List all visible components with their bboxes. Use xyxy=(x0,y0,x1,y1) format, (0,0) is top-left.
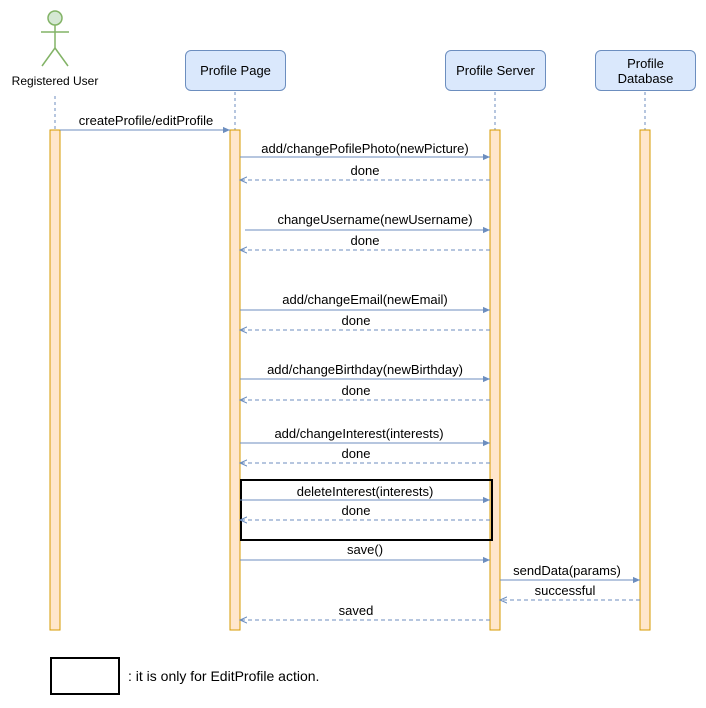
legend-box xyxy=(50,657,120,695)
activation-bar-profile-server xyxy=(489,129,501,631)
message-label: changeUsername(newUsername) xyxy=(277,212,473,227)
message-label: done xyxy=(341,383,371,398)
message-label: add/changeInterest(interests) xyxy=(274,426,444,441)
message-label: done xyxy=(341,503,371,518)
participant-profile-database: Profile Database xyxy=(595,50,696,91)
participant-label-registered-user: Registered User xyxy=(11,74,99,88)
activation-bar-profile-page xyxy=(229,129,241,631)
message-label: save() xyxy=(346,542,384,557)
participant-label-profile-server: Profile Server xyxy=(456,63,535,78)
message-label: successful xyxy=(534,583,596,598)
message-label: sendData(params) xyxy=(513,563,621,578)
participant-profile-page: Profile Page xyxy=(185,50,286,91)
message-label: saved xyxy=(338,603,374,618)
message-label: done xyxy=(341,313,371,328)
message-label: done xyxy=(341,446,371,461)
participant-profile-server: Profile Server xyxy=(445,50,546,91)
message-label: deleteInterest(interests) xyxy=(296,484,434,499)
message-label: createProfile/editProfile xyxy=(78,113,214,128)
actor-right-leg xyxy=(54,47,69,67)
activation-bar-registered-user xyxy=(49,129,61,631)
message-label: add/changePofilePhoto(newPicture) xyxy=(261,141,469,156)
participant-label-profile-page: Profile Page xyxy=(200,63,271,78)
message-label: add/changeEmail(newEmail) xyxy=(282,292,448,307)
actor-left-leg xyxy=(41,47,56,67)
legend-text: : it is only for EditProfile action. xyxy=(128,668,320,684)
message-label: add/changeBirthday(newBirthday) xyxy=(267,362,463,377)
edit-profile-fragment xyxy=(240,479,493,541)
activation-bar-profile-database xyxy=(639,129,651,631)
message-label: done xyxy=(350,163,380,178)
message-label: done xyxy=(350,233,380,248)
actor-head xyxy=(47,10,63,26)
participant-label-profile-database: Profile Database xyxy=(617,55,674,86)
